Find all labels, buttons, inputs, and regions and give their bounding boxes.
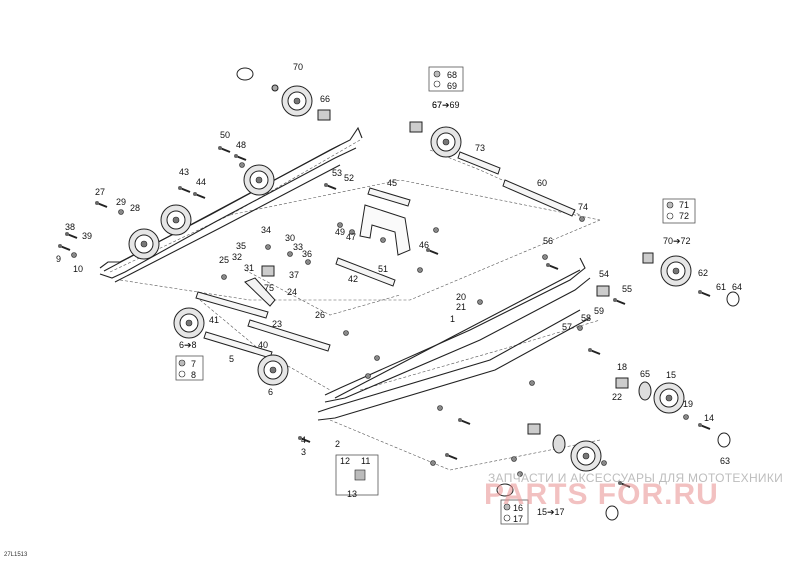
callout-36: 36	[302, 249, 312, 259]
callout-68: 68	[447, 70, 457, 80]
callout-32: 32	[232, 252, 242, 262]
callout-2: 2	[335, 439, 340, 449]
callout-75: 75	[264, 283, 274, 293]
callout-51: 51	[378, 264, 388, 274]
callout-60: 60	[537, 178, 547, 188]
callout-66: 66	[320, 94, 330, 104]
callout-8: 8	[191, 370, 196, 380]
callout-54: 54	[599, 269, 609, 279]
callout-67: 67	[432, 100, 442, 110]
callout-45: 45	[387, 178, 397, 188]
callout-55: 55	[622, 284, 632, 294]
callout-27: 27	[95, 187, 105, 197]
hardware	[57, 67, 740, 521]
callout-labels: 1 2 3 4 5 6 7 8 9 10 11 12 13 14 15 16 1…	[56, 62, 742, 524]
kit-label-67-69: 67➔69	[432, 100, 460, 110]
callout-53: 53	[332, 168, 342, 178]
callout-20: 20	[456, 292, 466, 302]
callout-46: 46	[419, 240, 429, 250]
callout-28: 28	[130, 203, 140, 213]
callout-59: 59	[594, 306, 604, 316]
callout-41: 41	[209, 315, 219, 325]
callout-16: 16	[513, 503, 523, 513]
cross-bracket	[359, 204, 411, 256]
callout-49: 49	[335, 227, 345, 237]
callout-7: 7	[191, 359, 196, 369]
callout-9: 9	[56, 254, 61, 264]
callout-69: 69	[447, 81, 457, 91]
callout-1: 1	[450, 314, 455, 324]
kit-label-6-8: 6➔8	[179, 340, 197, 350]
callout-31: 31	[244, 263, 254, 273]
callout-11: 11	[361, 456, 370, 466]
callout-35: 35	[236, 241, 246, 251]
callout-25: 25	[219, 255, 229, 265]
callout-29: 29	[116, 197, 126, 207]
callout-47: 47	[346, 232, 356, 242]
callout-4: 4	[301, 435, 306, 445]
callout-73: 73	[475, 143, 485, 153]
callout-3: 3	[301, 447, 306, 457]
callout-57: 57	[562, 322, 572, 332]
callout-64: 64	[732, 282, 742, 292]
callout-40: 40	[258, 340, 268, 350]
callout-61: 61	[716, 282, 726, 292]
callout-23: 23	[272, 319, 282, 329]
kit-label-70-72: 70➔72	[663, 236, 691, 246]
callout-74: 74	[578, 202, 588, 212]
callout-43: 43	[179, 167, 189, 177]
callout-22: 22	[612, 392, 622, 402]
callout-19: 19	[683, 399, 693, 409]
callout-14: 14	[704, 413, 714, 423]
callout-26: 26	[315, 310, 325, 320]
suspension-arm	[244, 265, 276, 307]
callout-48: 48	[236, 140, 246, 150]
right-rail	[317, 257, 591, 421]
callout-44: 44	[196, 177, 206, 187]
callout-56: 56	[543, 236, 553, 246]
callout-24: 24	[287, 287, 297, 297]
callout-65: 65	[640, 369, 650, 379]
callout-30: 30	[285, 233, 295, 243]
callout-10: 10	[73, 264, 83, 274]
callout-5: 5	[229, 354, 234, 364]
callout-37: 37	[289, 270, 299, 280]
drawing-reference-code: 27L1513	[4, 552, 28, 558]
callout-52: 52	[344, 173, 354, 183]
watermark-logo: PARTS FOR.RU	[484, 478, 719, 511]
callout-70: 70	[293, 62, 303, 72]
callout-18: 18	[617, 362, 627, 372]
callout-39: 39	[82, 231, 92, 241]
callout-42: 42	[348, 274, 358, 284]
callout-21: 21	[456, 302, 466, 312]
shafts	[195, 151, 576, 359]
watermark-text: ЗАПЧАСТИ И АКСЕССУАРЫ ДЛЯ МОТОТЕХНИКИ	[488, 471, 784, 485]
callout-38: 38	[65, 222, 75, 232]
callout-62: 62	[698, 268, 708, 278]
callout-13: 13	[347, 489, 357, 499]
callout-33: 33	[293, 242, 303, 252]
callout-63: 63	[720, 456, 730, 466]
kit-box-items	[178, 70, 674, 522]
callout-72: 72	[679, 211, 689, 221]
kit-arrow-labels: 6➔8 67➔69 70➔72 15➔17	[179, 100, 691, 517]
callout-58: 58	[581, 313, 591, 323]
kit-label-15-17: 15➔17	[537, 507, 565, 517]
callout-17: 17	[513, 514, 523, 524]
callout-12: 12	[340, 456, 350, 466]
callout-6: 6	[268, 387, 273, 397]
callout-15: 15	[666, 370, 676, 380]
callout-71: 71	[679, 200, 689, 210]
callout-34: 34	[261, 225, 271, 235]
callout-50: 50	[220, 130, 230, 140]
